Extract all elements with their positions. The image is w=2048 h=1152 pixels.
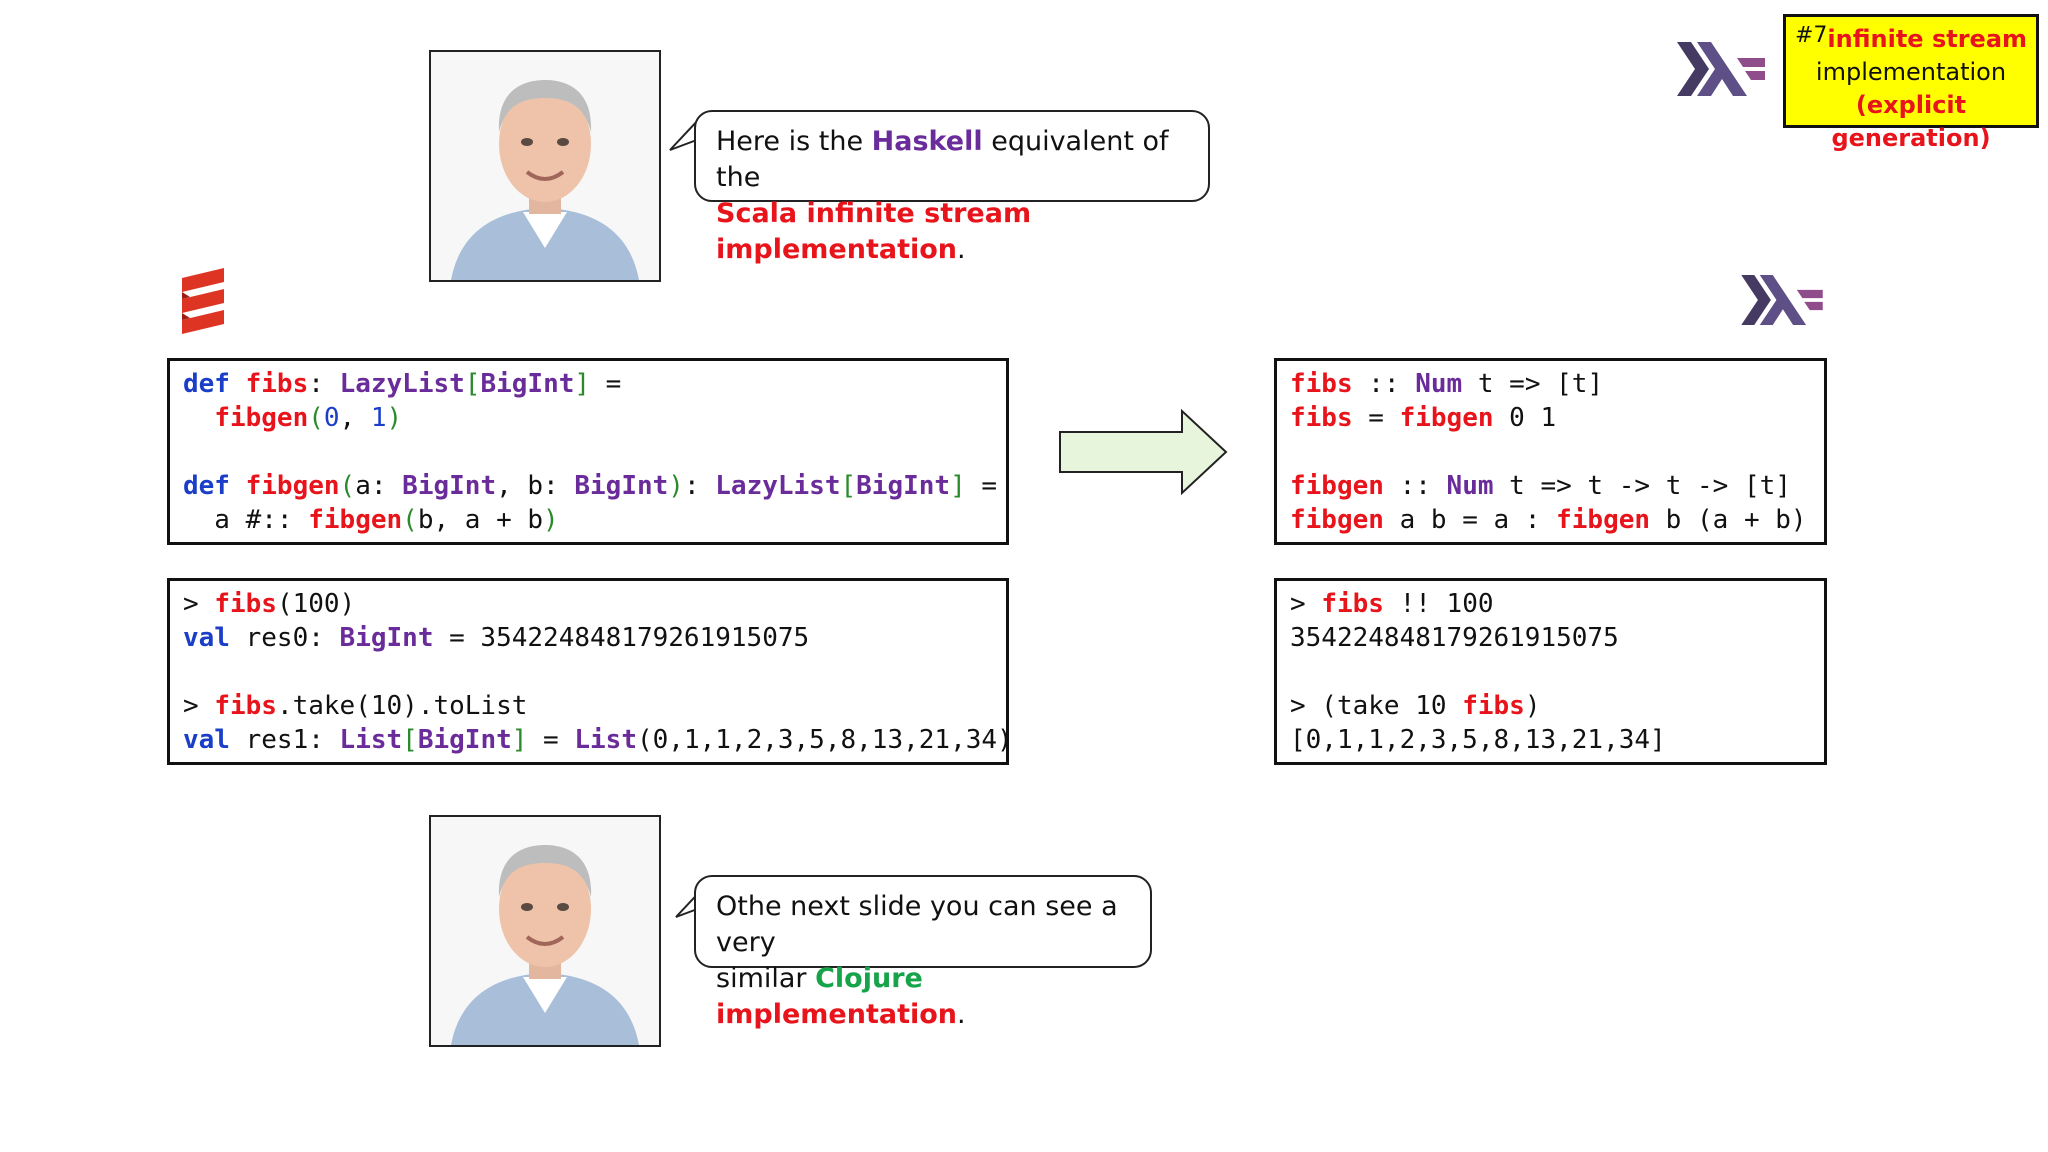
haskell-logo-icon — [1741, 275, 1823, 325]
tag-line3: explicit generation — [1831, 91, 1980, 152]
clojure-word: Clojure — [815, 963, 923, 994]
haskell-repl-line-1: > fibs !! 100 — [1290, 589, 1494, 619]
scala-code-block: def fibs: LazyList[BigInt] = fibgen(0, 1… — [167, 358, 1009, 545]
haskell-line-2: fibs = fibgen 0 1 — [1290, 403, 1557, 433]
right-arrow-icon — [1059, 408, 1228, 496]
haskell-code-block: fibs :: Num t => [t]fibs = fibgen 0 1 fi… — [1274, 358, 1827, 545]
haskell-logo-icon — [1677, 42, 1765, 96]
implementation-word: implementation — [716, 999, 958, 1030]
scala-repl-line-1: > fibs(100) — [183, 589, 356, 619]
haskell-repl-line-2: 354224848179261915075 — [1290, 623, 1619, 653]
scala-line-4: def fibgen(a: BigInt, b: BigInt): LazyLi… — [183, 471, 998, 501]
scala-logo-icon — [182, 268, 224, 334]
slide-tag: #7infinite stream implementation (explic… — [1783, 14, 2039, 152]
speech-bubble-top: Here is the Haskell equivalent of the Sc… — [694, 110, 1210, 265]
haskell-repl-line-5: [0,1,1,2,3,5,8,13,21,34] — [1290, 725, 1666, 755]
scala-line-2: fibgen(0, 1) — [214, 403, 403, 433]
scala-impl-highlight: Scala infinite stream implementation — [716, 198, 1032, 265]
haskell-repl-line-4: > (take 10 fibs) — [1290, 691, 1541, 721]
haskell-line-4: fibgen :: Num t => t -> t -> [t] — [1290, 471, 1791, 501]
haskell-line-1: fibs :: Num t => [t] — [1290, 369, 1604, 399]
scala-repl-line-5: val res1: List[BigInt] = List(0,1,1,2,3,… — [183, 725, 1013, 755]
tag-line1: infinite stream — [1827, 25, 2028, 53]
presenter-photo-top — [429, 50, 661, 282]
speech-bubble-bottom: Othe next slide you can see a very simil… — [694, 875, 1152, 1030]
scala-repl-line-4: > fibs.take(10).toList — [183, 691, 528, 721]
haskell-word: Haskell — [871, 126, 983, 157]
scala-line-1: def fibs: LazyList[BigInt] = — [183, 369, 622, 399]
scala-line-5: a #:: fibgen(b, a + b) — [183, 505, 559, 535]
scala-repl-block: > fibs(100) val res0: BigInt = 3542248481… — [167, 578, 1013, 765]
scala-repl-line-2: val res0: BigInt = 354224848179261915075 — [183, 623, 810, 653]
tag-line2: implementation — [1815, 58, 2007, 86]
slide-number: #7 — [1794, 23, 1828, 48]
haskell-line-5: fibgen a b = a : fibgen b (a + b) — [1290, 505, 1807, 535]
haskell-repl-block: > fibs !! 100 354224848179261915075 > (ta… — [1274, 578, 1827, 765]
presenter-photo-bottom — [429, 815, 661, 1047]
